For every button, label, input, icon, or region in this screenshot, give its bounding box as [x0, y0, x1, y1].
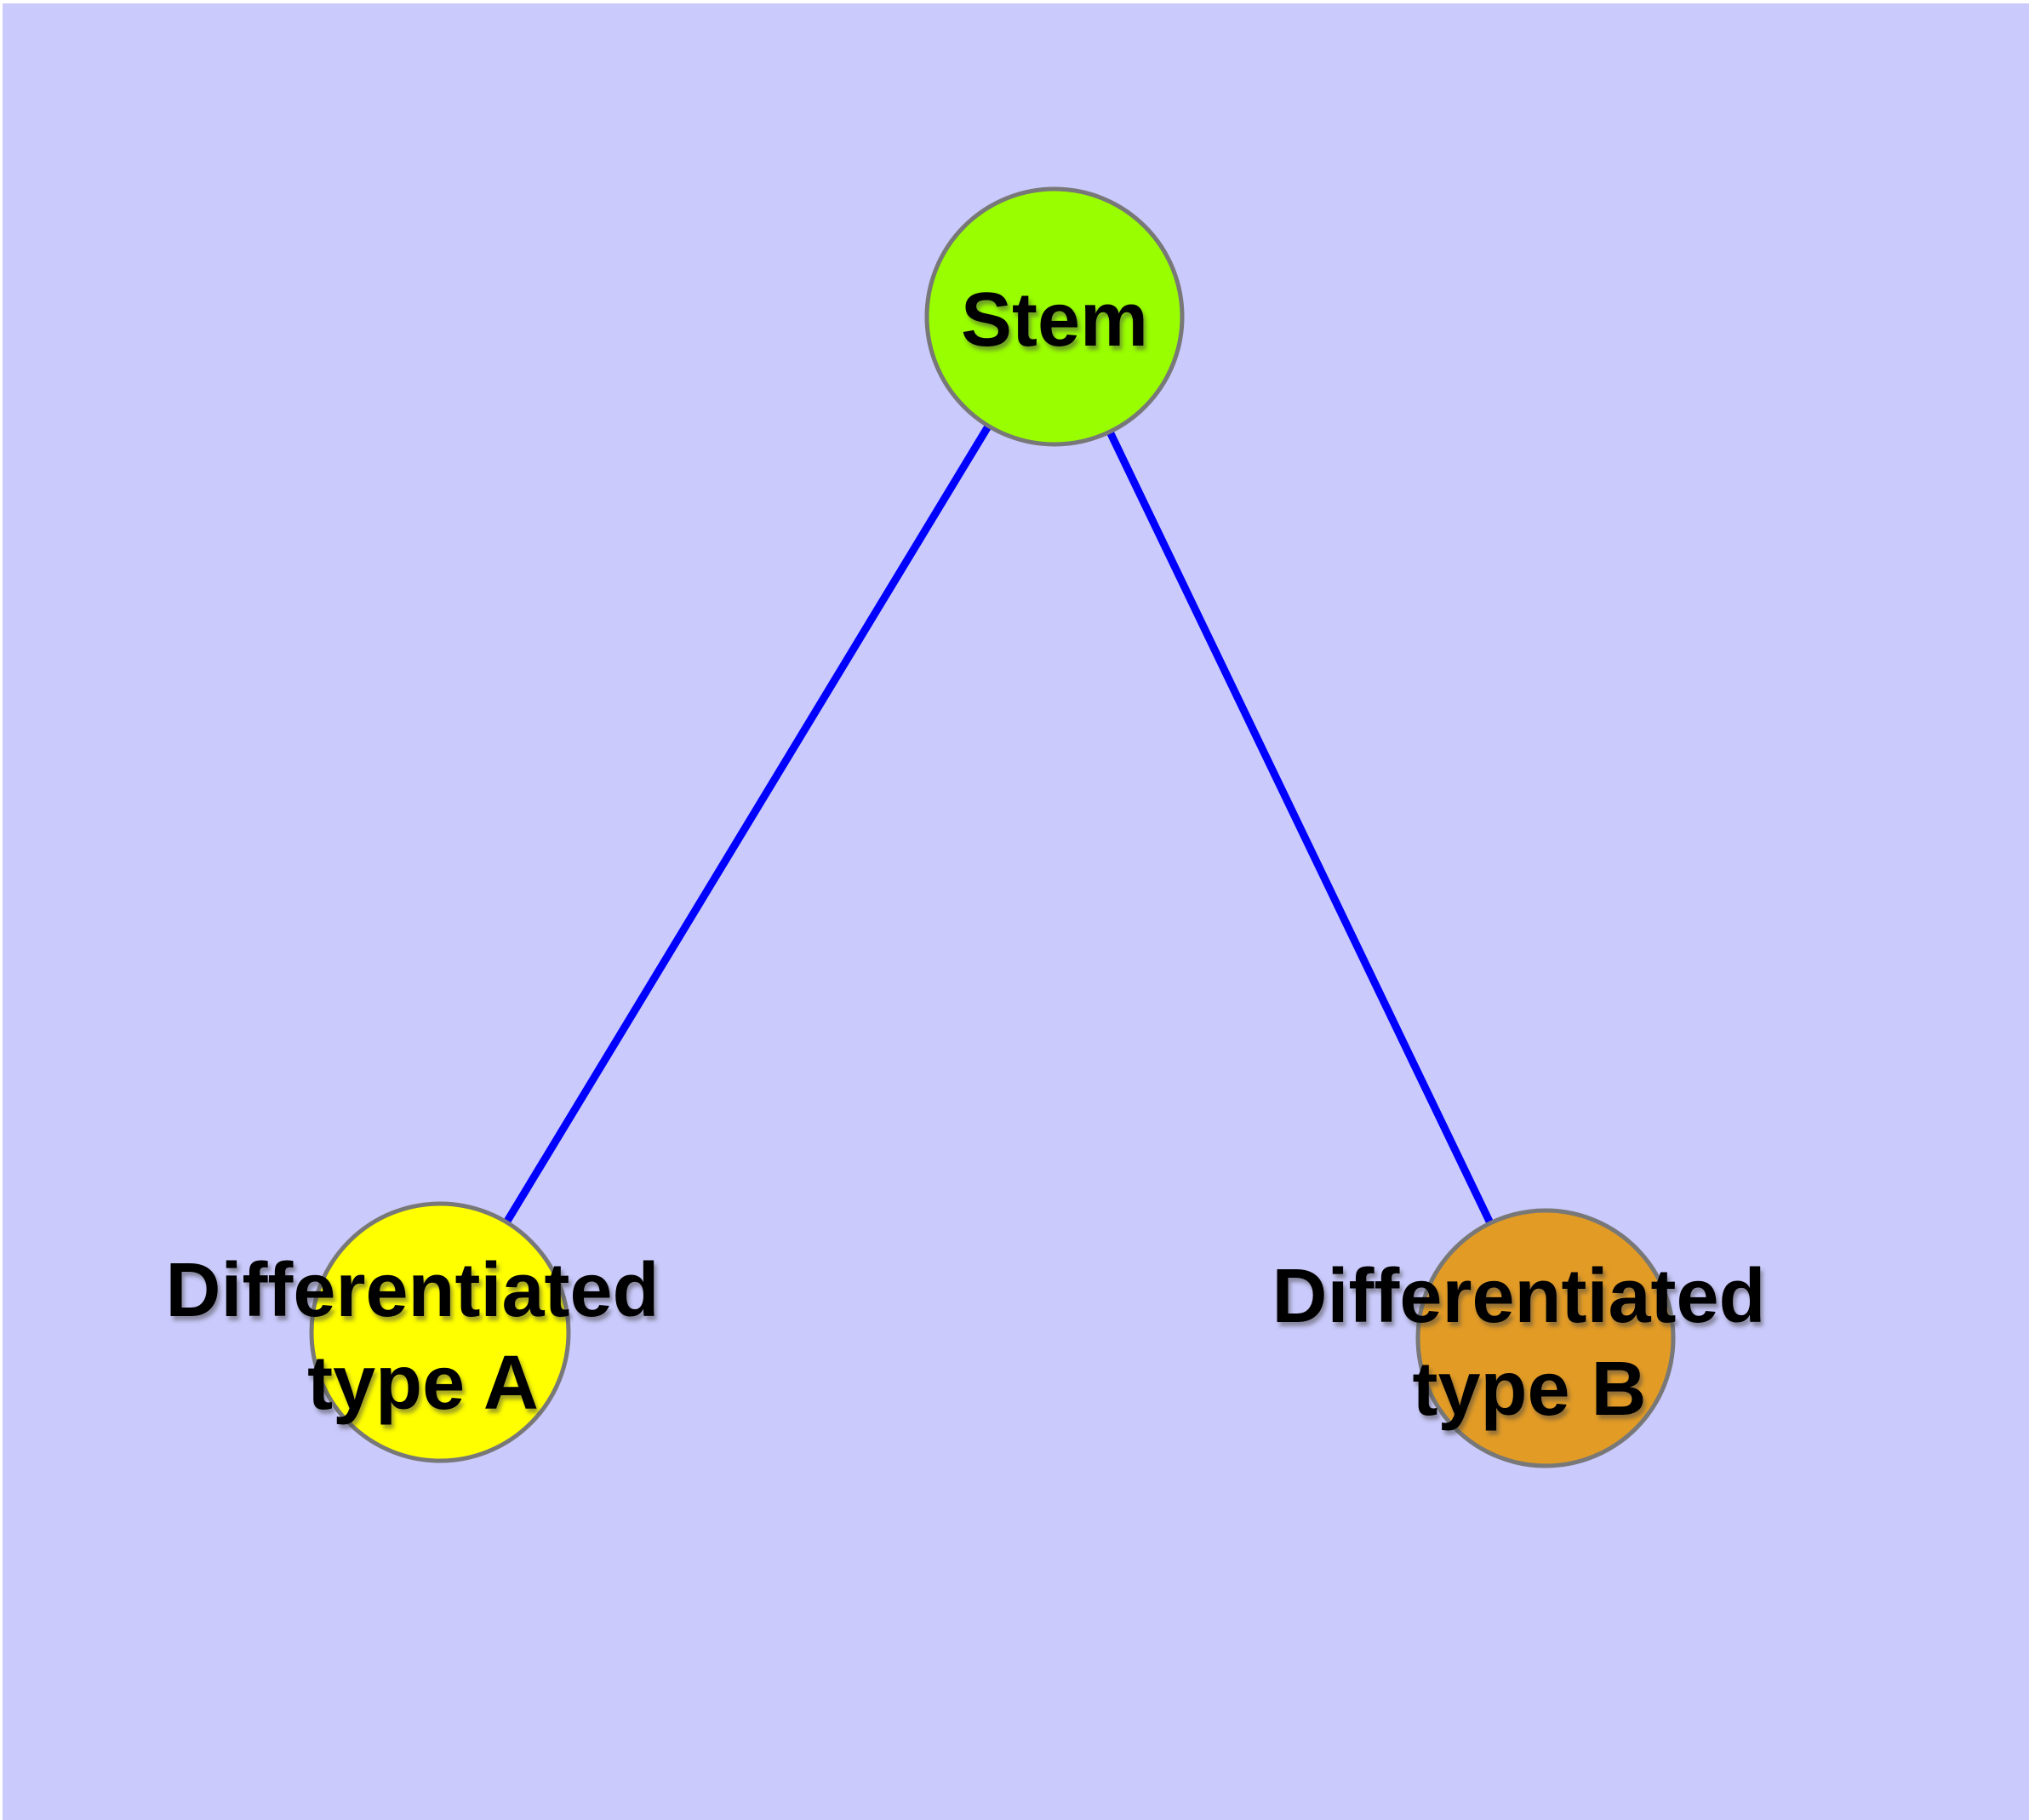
differentiated-type-b-label-line1: Differentiated [1272, 1254, 1765, 1339]
stem-node [924, 186, 1185, 447]
differentiated-type-b-label-line2: type B [1412, 1347, 1646, 1432]
differentiated-type-a-node [309, 1201, 571, 1463]
differentiated-type-a-label-line2: type A [307, 1341, 539, 1426]
differentiated-type-b-node [1415, 1208, 1676, 1468]
differentiated-type-a-label: Differentiated type A [165, 1248, 680, 1426]
edge-stem-to-type-a [436, 312, 1059, 1336]
differentiated-type-b-label: Differentiated type B [1272, 1254, 1786, 1432]
edge-stem-to-type-b [1050, 312, 1550, 1342]
differentiated-type-a-label-line1: Differentiated [165, 1248, 659, 1333]
stem-node-label: Stem [961, 278, 1148, 363]
